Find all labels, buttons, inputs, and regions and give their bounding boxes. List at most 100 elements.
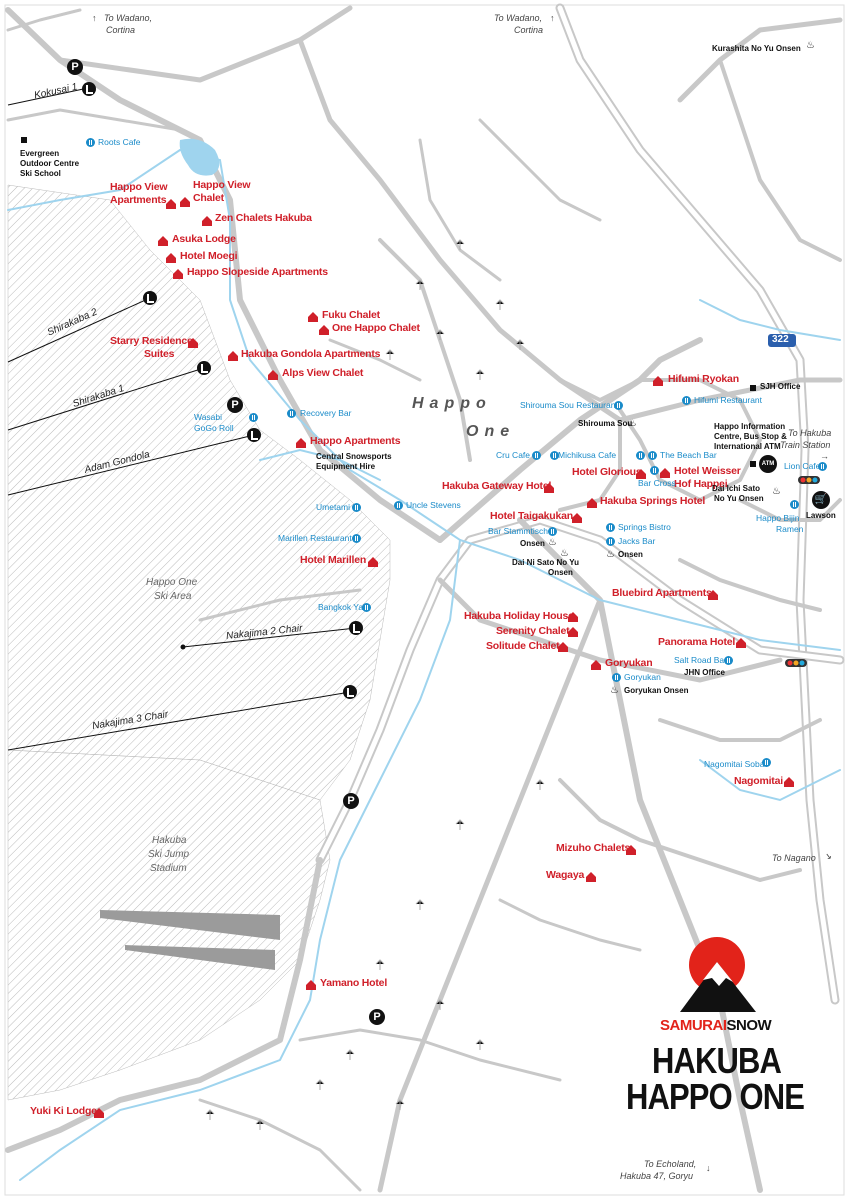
arrow-down-right-icon: ↘	[824, 851, 832, 861]
svc-evergreen-2: Outdoor Centre	[20, 159, 80, 168]
food-wasabi-2: GoGo Roll	[194, 423, 234, 433]
parking-icon: P	[67, 59, 83, 75]
area-label-one: One	[466, 423, 516, 440]
bar-icon	[648, 451, 657, 460]
jump-label-2: Ski Jump	[148, 849, 190, 860]
food-goryukan: Goryukan	[624, 672, 661, 682]
svc-dai-ni-2: Onsen	[548, 568, 573, 577]
parking-icon: P	[343, 793, 359, 809]
bar-icon	[287, 409, 296, 418]
food-bar-stammtisch: Bar Stammtisch	[488, 526, 548, 536]
dir-wadano-left-1: To Wadano,	[104, 13, 153, 23]
acc-happo-view-chalet-2: Chalet	[193, 192, 224, 204]
route-number: 322	[772, 334, 789, 345]
arrow-right-icon: →	[820, 451, 829, 461]
dir-echoland-2: Hakuba 47, Goryu	[620, 1171, 694, 1181]
food-roots-cafe: Roots Cafe	[98, 137, 141, 147]
food-hifumi-restaurant: Hifumi Restaurant	[694, 395, 763, 405]
atm-icon: ATM	[759, 455, 777, 473]
svc-info-1: Happo Information	[714, 422, 786, 431]
food-marillen-restaurant: Marillen Restaurant	[278, 533, 352, 543]
acc-happo-view-apts-2: Apartments	[110, 194, 167, 206]
svc-info-3: International ATM	[714, 442, 781, 451]
svc-kurashita: Kurashita No Yu Onsen	[712, 44, 801, 53]
ski-area-label-1: Happo One	[146, 577, 198, 588]
acc-starry-2: Suites	[144, 348, 175, 360]
acc-hifumi-ryokan: Hifumi Ryokan	[668, 373, 739, 385]
acc-happo-view-chalet-1: Happo View	[193, 179, 251, 191]
jump-label-1: Hakuba	[152, 835, 187, 846]
samurai-snow-logo	[680, 937, 756, 1012]
acc-bluebird: Bluebird Apartments	[612, 587, 712, 599]
food-bar-cross: Bar Cross	[638, 478, 676, 488]
food-lion-cafe: Lion Cafe	[784, 461, 821, 471]
rivers	[7, 149, 841, 1181]
food-beach-bar: The Beach Bar	[660, 450, 717, 460]
svc-sjh-office: SJH Office	[760, 382, 801, 391]
onsen-icon: ♨	[606, 549, 615, 560]
ski-jump-1	[100, 910, 280, 940]
restaurant-icon	[394, 501, 403, 510]
title-line-2: HAPPO ONE	[626, 1076, 805, 1117]
arrow-up-icon: ↑	[92, 13, 97, 23]
restaurant-icon	[682, 396, 691, 405]
restaurant-icon	[762, 758, 771, 767]
svc-lawson: Lawson	[806, 511, 836, 520]
acc-taigakukan: Hotel Taigakukan	[490, 510, 573, 522]
square-marker-icon	[750, 461, 756, 467]
restaurant-icon	[362, 603, 371, 612]
shopping-cart-icon: 🛒	[812, 491, 830, 509]
forest-marks	[205, 239, 545, 1130]
food-wasabi-1: Wasabi	[194, 412, 223, 422]
onsen-icon: ♨	[772, 486, 781, 497]
traffic-light-icon	[785, 659, 807, 667]
restaurant-icon	[614, 401, 623, 410]
bar-icon	[724, 656, 733, 665]
acc-wagaya: Wagaya	[546, 869, 585, 881]
acc-springs-hotel: Hakuba Springs Hotel	[600, 495, 706, 507]
ski-area-label-2: Ski Area	[154, 591, 192, 602]
svc-dai-ichi-1: Dai Ichi Sato	[712, 484, 761, 493]
food-recovery-bar: Recovery Bar	[300, 408, 352, 418]
brand-wordmark: SAMURAISNOW	[660, 1017, 772, 1034]
dir-wadano-left-2: Cortina	[106, 25, 136, 35]
chairlift-icon	[143, 291, 157, 305]
acc-solitude: Solitude Chalet	[486, 640, 560, 652]
traffic-light-icon	[798, 476, 820, 484]
bar-icon	[650, 466, 659, 475]
onsen-icon: ♨	[628, 418, 637, 429]
restaurant-icon	[86, 138, 95, 147]
svc-evergreen-1: Evergreen	[20, 149, 60, 158]
svc-shirouma-sou: Shirouma Sou	[578, 419, 633, 428]
brand-samurai: SAMURAI	[660, 1017, 727, 1034]
dir-station-2: Train Station	[780, 440, 831, 450]
bar-icon	[548, 527, 557, 536]
acc-weisser-2: Hof Happei	[674, 478, 728, 490]
acc-gondola-apts: Hakuba Gondola Apartments	[241, 348, 381, 360]
svc-onsen-2: Onsen	[618, 550, 643, 559]
svc-central-1: Central Snowsports	[316, 452, 392, 461]
chairlift-icon	[197, 361, 211, 375]
brand-snow: SNOW	[726, 1017, 772, 1034]
arrow-up-icon: ↑	[550, 13, 555, 23]
acc-alps-view: Alps View Chalet	[282, 367, 364, 379]
restaurant-icon	[790, 500, 799, 509]
restaurant-icon	[532, 451, 541, 460]
onsen-icon: ♨	[560, 548, 569, 559]
acc-asuka-lodge: Asuka Lodge	[172, 233, 236, 245]
acc-panorama: Panorama Hotel	[658, 636, 736, 648]
chairlift-icon	[343, 685, 357, 699]
onsen-icon: ♨	[610, 685, 619, 696]
square-marker-icon	[21, 137, 27, 143]
dir-wadano-right-2: Cortina	[514, 25, 544, 35]
bar-icon	[606, 537, 615, 546]
acc-goryukan: Goryukan	[605, 657, 653, 669]
restaurant-icon	[612, 673, 621, 682]
acc-happo-apts: Happo Apartments	[310, 435, 401, 447]
dir-station-1: To Hakuba	[788, 428, 832, 438]
acc-fuku-chalet: Fuku Chalet	[322, 309, 380, 321]
ski-jump-2	[125, 945, 275, 970]
food-bijin-1: Happo Bijin	[756, 513, 800, 523]
parking-icon: P	[227, 397, 243, 413]
